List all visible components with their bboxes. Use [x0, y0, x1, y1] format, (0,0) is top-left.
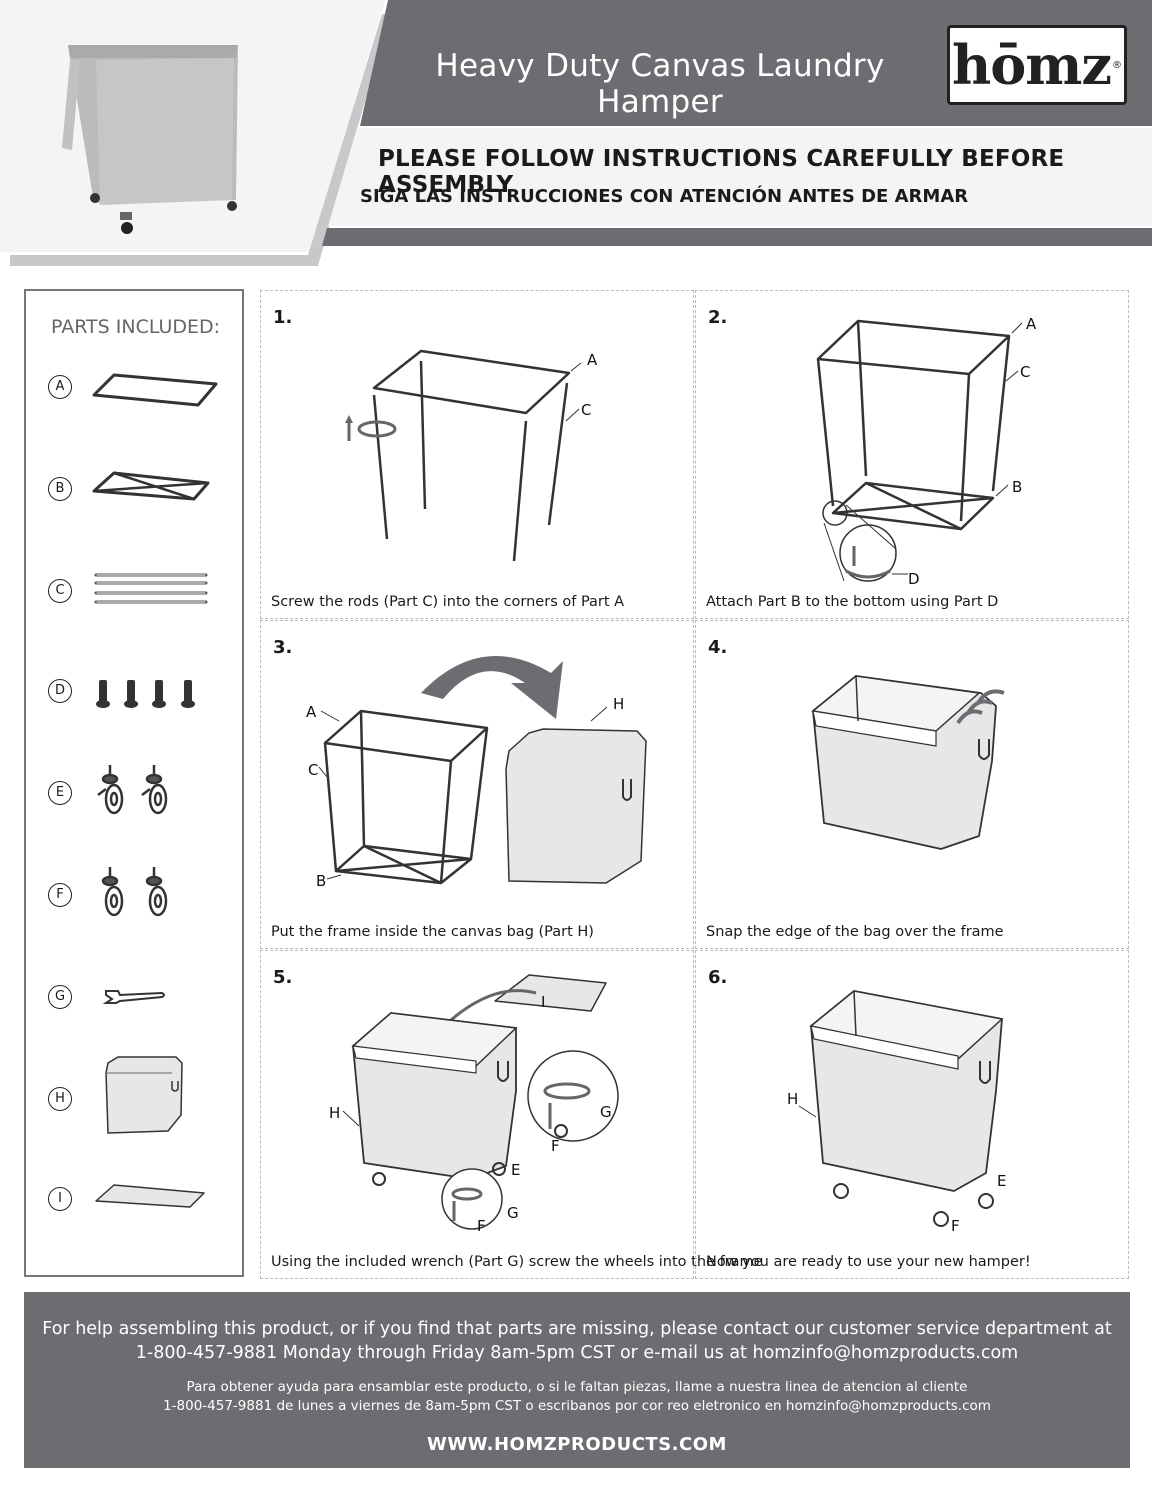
part-d: D [26, 663, 242, 723]
svg-text:A: A [1026, 315, 1037, 333]
svg-text:G: G [600, 1103, 612, 1121]
svg-text:B: B [316, 872, 326, 890]
support-es-line-2: 1-800-457-9881 de lunes a viernes de 8am… [163, 1398, 991, 1414]
step-2: 2. A C B D [695, 290, 1129, 619]
move-arrow-icon [421, 656, 563, 719]
part-a: A [26, 359, 242, 419]
snap-arrow-icon [956, 689, 1005, 725]
support-es-line-1: Para obtener ayuda para ensamblar este p… [186, 1379, 968, 1395]
step-number: 1. [273, 307, 293, 328]
svg-text:D: D [908, 570, 920, 588]
parts-included-panel: PARTS INCLUDED: A B C D [24, 289, 244, 1277]
part-letter-badge: C [48, 579, 72, 603]
brand-logo-text: hōmz [951, 33, 1112, 97]
step-caption: Screw the rods (Part C) into the corners… [271, 594, 625, 610]
part-letter-badge: A [48, 375, 72, 399]
svg-text:C: C [1020, 363, 1030, 381]
support-footer: For help assembling this product, or if … [24, 1292, 1130, 1468]
wrench-icon [102, 990, 165, 1004]
svg-text:C: C [308, 761, 318, 779]
brand-logo: hōmz® [947, 25, 1127, 105]
locking-caster-icon [97, 765, 168, 815]
step-caption: Attach Part B to the bottom using Part D [706, 594, 999, 610]
svg-text:H: H [329, 1104, 340, 1122]
svg-text:E: E [511, 1161, 520, 1179]
bottom-frame-icon [92, 471, 210, 501]
step-5-illustration: G F G F E I H [329, 974, 619, 1235]
part-i: I [26, 1171, 242, 1231]
step-1: 1. A C Screw the rods (Part C) into the … [260, 290, 694, 619]
support-en-line-2: 1-800-457-9881 Monday through Friday 8am… [135, 1343, 1019, 1363]
step-3-illustration: H A C B [306, 656, 647, 890]
step-5: 5. G F G F E I H Using th [260, 950, 763, 1279]
step-6: 6. H E F Now you are ready to use your n… [695, 950, 1129, 1279]
assembly-steps: 1. A C Screw the rods (Part C) into the … [260, 290, 1132, 1280]
canvas-bag [505, 728, 647, 884]
part-letter-badge: D [48, 679, 72, 703]
step-number: 3. [273, 637, 293, 658]
step-caption: Put the frame inside the canvas bag (Par… [271, 924, 594, 940]
step-number: 4. [708, 637, 728, 658]
step-number: 5. [273, 967, 293, 988]
svg-text:H: H [613, 695, 624, 713]
svg-text:I: I [541, 993, 545, 1011]
step-number: 2. [708, 307, 728, 328]
header-banner: Heavy Duty Canvas Laundry Hamper hōmz® P… [0, 0, 1152, 270]
svg-text:F: F [951, 1217, 960, 1235]
product-title: Heavy Duty Canvas Laundry Hamper [435, 48, 885, 120]
part-b: B [26, 461, 242, 521]
part-letter-badge: E [48, 781, 72, 805]
detail-magnifier [527, 1050, 619, 1142]
step-caption: Using the included wrench (Part G) screw… [271, 1254, 763, 1270]
part-letter-badge: F [48, 883, 72, 907]
svg-text:A: A [587, 351, 598, 369]
svg-text:F: F [551, 1137, 560, 1155]
bottom-board-icon [95, 1184, 205, 1208]
hamper-photo [62, 45, 238, 234]
website-link[interactable]: WWW.HOMZPRODUCTS.COM [427, 1434, 727, 1455]
rods-icon [94, 573, 208, 604]
part-g: G [26, 969, 242, 1029]
part-c: C [26, 563, 242, 623]
part-f: F [26, 867, 242, 927]
bolts-icon [96, 680, 195, 708]
svg-text:B: B [1012, 478, 1022, 496]
part-letter-badge: H [48, 1087, 72, 1111]
parts-title: PARTS INCLUDED: [51, 316, 221, 338]
svg-text:G: G [507, 1204, 519, 1222]
step-3: 3. H A C B Put the frame in [260, 620, 694, 949]
support-text-english: For help assembling this product, or if … [24, 1317, 1130, 1365]
caster-icon [101, 867, 168, 917]
svg-text:E: E [997, 1172, 1006, 1190]
step-caption: Snap the edge of the bag over the frame [706, 924, 1004, 940]
svg-text:A: A [306, 703, 317, 721]
step-4-illustration [811, 675, 1005, 850]
part-letter-badge: G [48, 985, 72, 1009]
part-h: H [26, 1051, 242, 1141]
step-4: 4. Snap the edge of the bag over the fra… [695, 620, 1129, 949]
canvas-bag-icon [105, 1056, 183, 1134]
support-en-line-1: For help assembling this product, or if … [42, 1319, 1112, 1339]
part-e: E [26, 765, 242, 825]
registered-mark: ® [1112, 59, 1123, 71]
step-6-illustration: H E F [787, 990, 1006, 1235]
step-2-illustration: A C B D [816, 315, 1037, 588]
instruction-spanish: SIGA LAS INSTRUCCIONES CON ATENCIÓN ANTE… [360, 186, 969, 207]
support-text-spanish: Para obtener ayuda para ensamblar este p… [24, 1378, 1130, 1416]
svg-text:C: C [581, 401, 591, 419]
svg-text:F: F [477, 1217, 486, 1235]
step-1-illustration: A C [345, 349, 598, 562]
top-frame-icon [92, 373, 218, 407]
instruction-english: PLEASE FOLLOW INSTRUCTIONS CAREFULLY BEF… [378, 146, 1065, 198]
part-letter-badge: I [48, 1187, 72, 1211]
step-number: 6. [708, 967, 728, 988]
svg-text:H: H [787, 1090, 798, 1108]
part-letter-badge: B [48, 477, 72, 501]
step-caption: Now you are ready to use your new hamper… [706, 1254, 1031, 1270]
